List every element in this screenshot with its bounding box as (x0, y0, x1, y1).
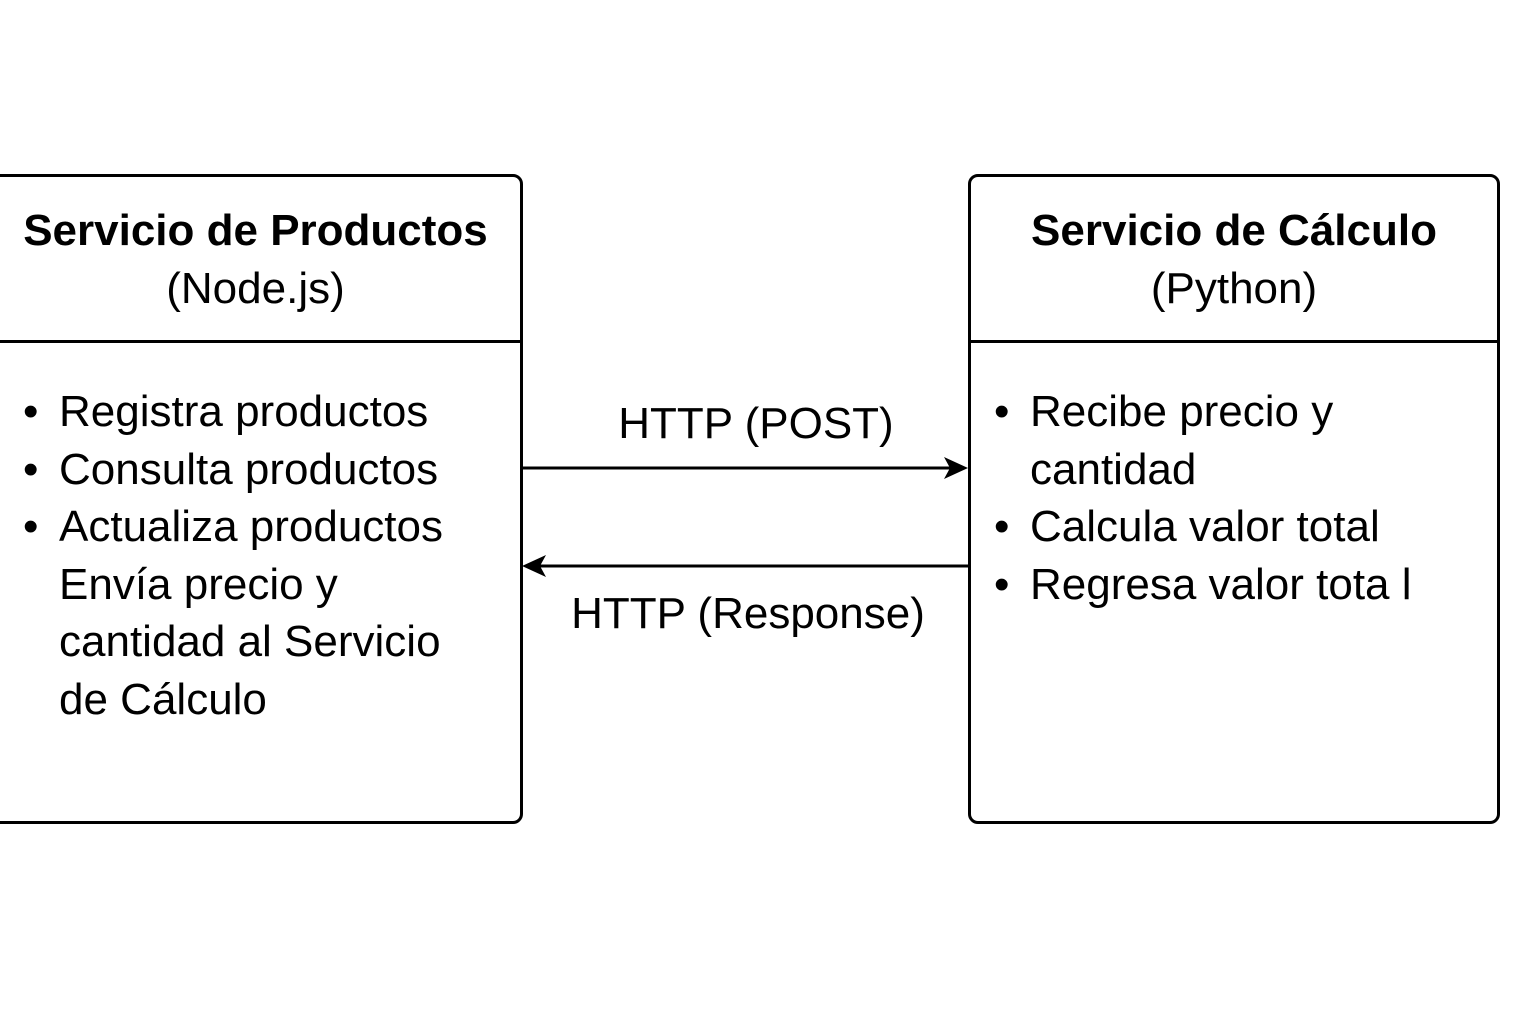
bullet-icon: • (23, 387, 39, 436)
response-arrow (522, 555, 968, 577)
bullet-icon: • (994, 387, 1010, 436)
products-service-subtitle: (Node.js) (166, 264, 345, 313)
list-item: • Regresa valor tota l (994, 556, 1412, 614)
calculation-service-responsibilities: • Recibe precio y cantidad • Calcula valor… (994, 383, 1412, 614)
products-service-title: Servicio de Productos (23, 206, 488, 255)
request-arrowhead-icon (944, 457, 968, 479)
list-item: Envía precio y (59, 556, 443, 614)
list-item-text: Calcula valor total (1030, 502, 1380, 551)
request-label: HTTP (POST) (618, 399, 894, 448)
products-service-header: Servicio de Productos (Node.js) (0, 177, 520, 343)
response-arrowhead-icon (522, 555, 546, 577)
list-item-text: Recibe precio y (1030, 387, 1334, 436)
list-item-text: Registra productos (59, 387, 429, 436)
calculation-service-title: Servicio de Cálculo (1031, 206, 1437, 255)
list-item: • Actualiza productos (23, 498, 443, 556)
response-label: HTTP (Response) (571, 589, 925, 638)
list-item-text: cantidad al Servicio (59, 617, 441, 666)
list-item-text: Envía precio y (59, 559, 338, 609)
calculation-service-subtitle: (Python) (1150, 264, 1318, 313)
list-item-text: de Cálculo (59, 674, 267, 724)
list-item: • Consulta productos (23, 441, 443, 499)
list-item: de Cálculo (59, 671, 443, 729)
list-item: cantidad al Servicio (59, 613, 443, 671)
list-item-text: cantidad (1030, 444, 1197, 494)
calculation-service-header: Servicio de Cálculo (Python) (971, 177, 1497, 343)
list-item: • Recibe precio y (994, 383, 1412, 441)
bullet-icon: • (994, 559, 1010, 609)
products-service-box: Servicio de Productos (Node.js) • Registr… (0, 174, 523, 824)
list-item-text: Consulta productos (59, 444, 439, 494)
bullet-icon: • (23, 502, 39, 551)
request-arrow (522, 457, 968, 479)
products-service-responsibilities: •Registra productos •Consulta productos … (23, 383, 443, 729)
bullet-icon: • (994, 502, 1010, 551)
list-item: • Registra productos (23, 383, 443, 441)
bullet-icon: • (23, 444, 39, 494)
list-item-text: Regresa valor tota l (1030, 559, 1412, 609)
calculation-service-box: Servicio de Cálculo (Python) • Recibe pre… (968, 174, 1500, 824)
list-item: • Calcula valor total (994, 498, 1412, 556)
list-item: cantidad (1030, 441, 1412, 499)
list-item-text: Actualiza productos (59, 502, 443, 551)
